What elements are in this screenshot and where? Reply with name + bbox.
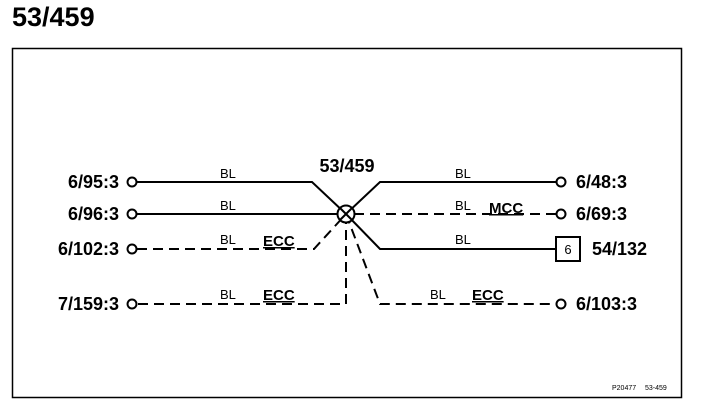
connector-label-6-96-3: 6/96:3 (68, 204, 119, 224)
wire-color-label: BL (455, 166, 471, 181)
footer-ref-left: P20477 (612, 385, 636, 392)
wire-54-132 (345, 213, 556, 250)
wire-color-label: BL (430, 287, 446, 302)
wire-color-label: BL (220, 166, 236, 181)
tag-ecc: ECC (263, 233, 295, 250)
wire-color-label: BL (455, 198, 471, 213)
wire-7-159-3 (137, 214, 347, 305)
splice-label: 53/459 (319, 156, 374, 176)
connector-label-6-103-3: 6/103:3 (576, 294, 637, 314)
terminal-6-48-3 (555, 176, 567, 188)
tag-ecc: ECC (263, 287, 295, 304)
wire-6-103-3 (345, 213, 556, 305)
wire-6-102-3 (137, 213, 347, 250)
connector-label-7-159-3: 7/159:3 (58, 294, 119, 314)
terminal-6-96-3 (126, 208, 138, 220)
connector-box-number: 6 (564, 242, 571, 257)
wire-color-label: BL (220, 232, 236, 247)
wire-color-label: BL (455, 232, 471, 247)
terminal-6-103-3 (555, 298, 567, 310)
terminal-7-159-3 (126, 298, 138, 310)
tag-ecc: ECC (472, 287, 504, 304)
terminal-6-69-3 (555, 208, 567, 220)
connector-label-6-69-3: 6/69:3 (576, 204, 627, 224)
terminal-6-102-3 (126, 243, 138, 255)
dashed-wires (137, 213, 556, 305)
diagram-frame (11, 47, 683, 399)
splice-node (336, 204, 356, 224)
wire-color-label: BL (220, 198, 236, 213)
wire-color-label: BL (220, 287, 236, 302)
wire-6-48-3 (345, 181, 556, 215)
connector-label-6-95-3: 6/95:3 (68, 172, 119, 192)
page-title: 53/459 (12, 2, 95, 32)
footer-ref-right: 53-459 (645, 385, 667, 392)
tag-mcc: MCC (489, 200, 523, 217)
connector-label-6-102-3: 6/102:3 (58, 239, 119, 259)
connector-label-6-48-3: 6/48:3 (576, 172, 627, 192)
wire-6-95-3 (137, 181, 347, 215)
connector-box-54-132 (555, 236, 581, 262)
solid-wires (137, 181, 556, 250)
terminals (126, 176, 567, 310)
terminal-6-95-3 (126, 176, 138, 188)
connector-label-54-132: 54/132 (592, 239, 647, 259)
